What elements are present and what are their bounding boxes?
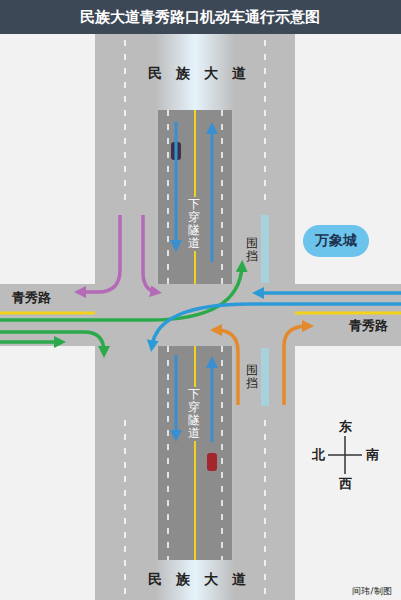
tunnel-arrows — [176, 122, 212, 442]
title: 民族大道青秀路口机动车通行示意图 — [80, 8, 320, 27]
compass-label: 北 — [312, 446, 325, 464]
road-name: 青秀路 — [349, 317, 388, 335]
car — [207, 453, 217, 471]
credit: 间玮/制图 — [352, 585, 391, 598]
compass-label: 东 — [339, 418, 352, 436]
lane-lines — [125, 40, 265, 595]
compass — [328, 436, 362, 474]
compass-label: 南 — [366, 446, 379, 464]
fence-label: 围挡 — [246, 364, 258, 390]
compass-label: 西 — [339, 475, 352, 493]
tunnel-bottom — [158, 346, 232, 560]
road-name: 民族大道 — [134, 571, 260, 589]
fence — [261, 215, 269, 283]
fence — [261, 348, 269, 406]
tunnel-center-line — [194, 346, 196, 560]
tunnel-label: 下穿隧道 — [186, 197, 202, 252]
landmark-box: 万象城 — [303, 225, 369, 257]
landmark-name: 万象城 — [315, 232, 357, 250]
fence-label: 围挡 — [246, 237, 258, 263]
tunnel-top — [158, 110, 232, 284]
center-line — [295, 312, 401, 315]
tunnel-label: 下穿隧道 — [186, 387, 202, 442]
center-line — [0, 312, 95, 315]
road-name: 青秀路 — [12, 289, 51, 307]
road-name: 民族大道 — [134, 65, 260, 83]
